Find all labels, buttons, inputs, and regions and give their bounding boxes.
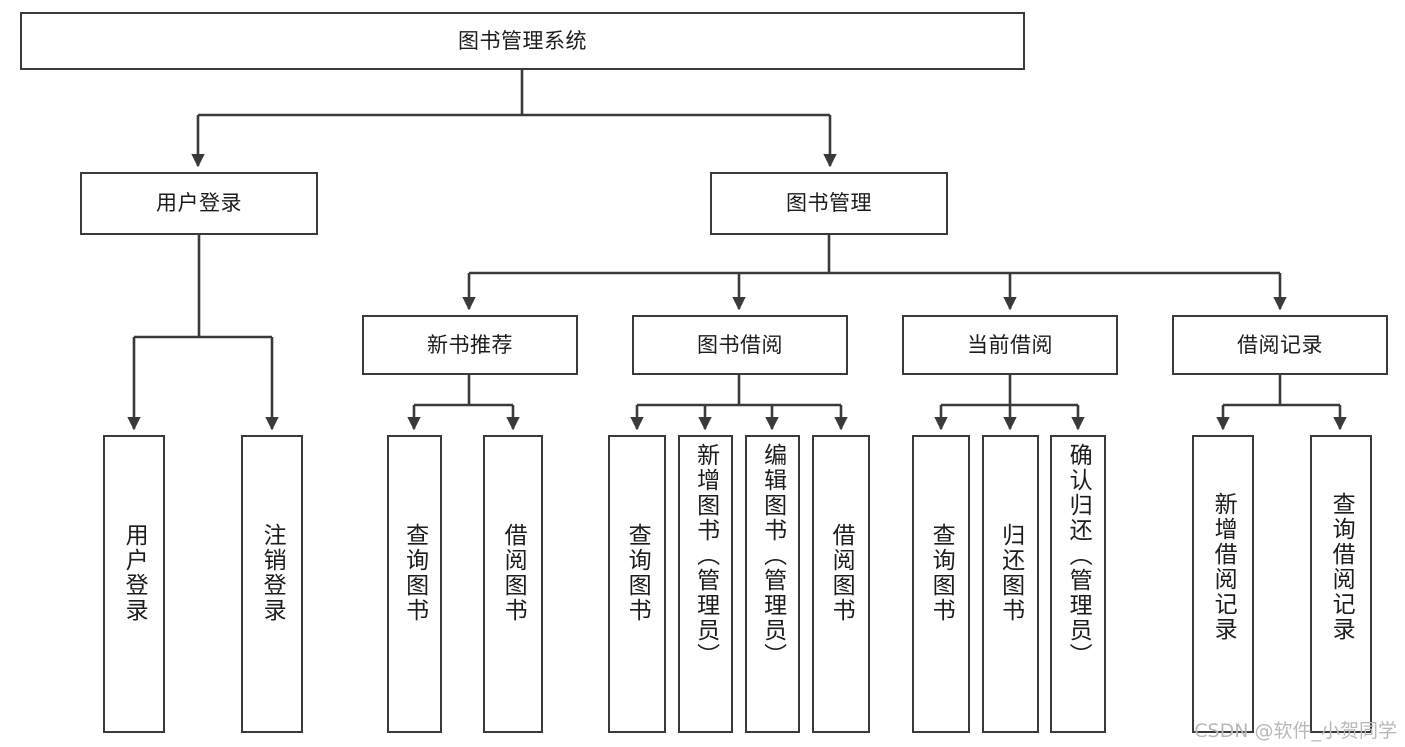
node-label: 借阅记录	[1237, 332, 1323, 357]
node-label: 用户登录	[121, 523, 148, 623]
node-label: 用户登录	[156, 191, 242, 216]
leaf-query-book-current[interactable]: 查询图书	[912, 435, 970, 733]
leaf-confirm-return-admin[interactable]: 确认归还（管理员）	[1050, 435, 1106, 733]
node-label: 查询图书	[624, 523, 651, 623]
leaf-user-logout[interactable]: 注销登录	[241, 435, 303, 733]
node-label: 新增图书（管理员）	[692, 443, 719, 668]
node-label: 新书推荐	[427, 332, 513, 357]
leaf-edit-book-admin[interactable]: 编辑图书（管理员）	[745, 435, 800, 733]
node-label: 编辑图书（管理员）	[759, 443, 786, 668]
node-label: 借阅图书	[500, 523, 527, 623]
leaf-borrow-book[interactable]: 借阅图书	[812, 435, 870, 733]
leaf-user-login[interactable]: 用户登录	[103, 435, 165, 733]
node-label: 注销登录	[259, 523, 286, 623]
leaf-query-book-borrow[interactable]: 查询图书	[608, 435, 666, 733]
leaf-add-book-admin[interactable]: 新增图书（管理员）	[678, 435, 733, 733]
node-label: 借阅图书	[828, 523, 855, 623]
node-book-borrow[interactable]: 图书借阅	[632, 315, 848, 375]
node-label: 当前借阅	[967, 332, 1053, 357]
node-label: 查询借阅记录	[1328, 492, 1355, 642]
node-label: 图书管理系统	[458, 28, 587, 53]
node-new-book-recommend[interactable]: 新书推荐	[362, 315, 578, 375]
node-label: 图书借阅	[697, 332, 783, 357]
node-user-login[interactable]: 用户登录	[80, 172, 318, 235]
node-label: 归还图书	[997, 523, 1024, 623]
leaf-return-book[interactable]: 归还图书	[982, 435, 1039, 733]
node-label: 新增借阅记录	[1210, 492, 1237, 642]
node-current-borrow[interactable]: 当前借阅	[902, 315, 1118, 375]
node-label: 图书管理	[786, 191, 872, 216]
leaf-query-borrow-record[interactable]: 查询借阅记录	[1310, 435, 1372, 733]
node-book-management[interactable]: 图书管理	[710, 172, 948, 235]
node-label: 查询图书	[401, 523, 428, 623]
node-label: 确认归还（管理员）	[1065, 443, 1092, 668]
leaf-add-borrow-record[interactable]: 新增借阅记录	[1192, 435, 1254, 733]
leaf-query-book-recommend[interactable]: 查询图书	[387, 435, 442, 733]
csdn-watermark: CSDN @软件_小贺同学	[1194, 720, 1397, 742]
leaf-borrow-book-recommend[interactable]: 借阅图书	[483, 435, 543, 733]
node-borrow-record[interactable]: 借阅记录	[1172, 315, 1388, 375]
node-root-book-management-system[interactable]: 图书管理系统	[20, 12, 1025, 70]
node-label: 查询图书	[928, 523, 955, 623]
